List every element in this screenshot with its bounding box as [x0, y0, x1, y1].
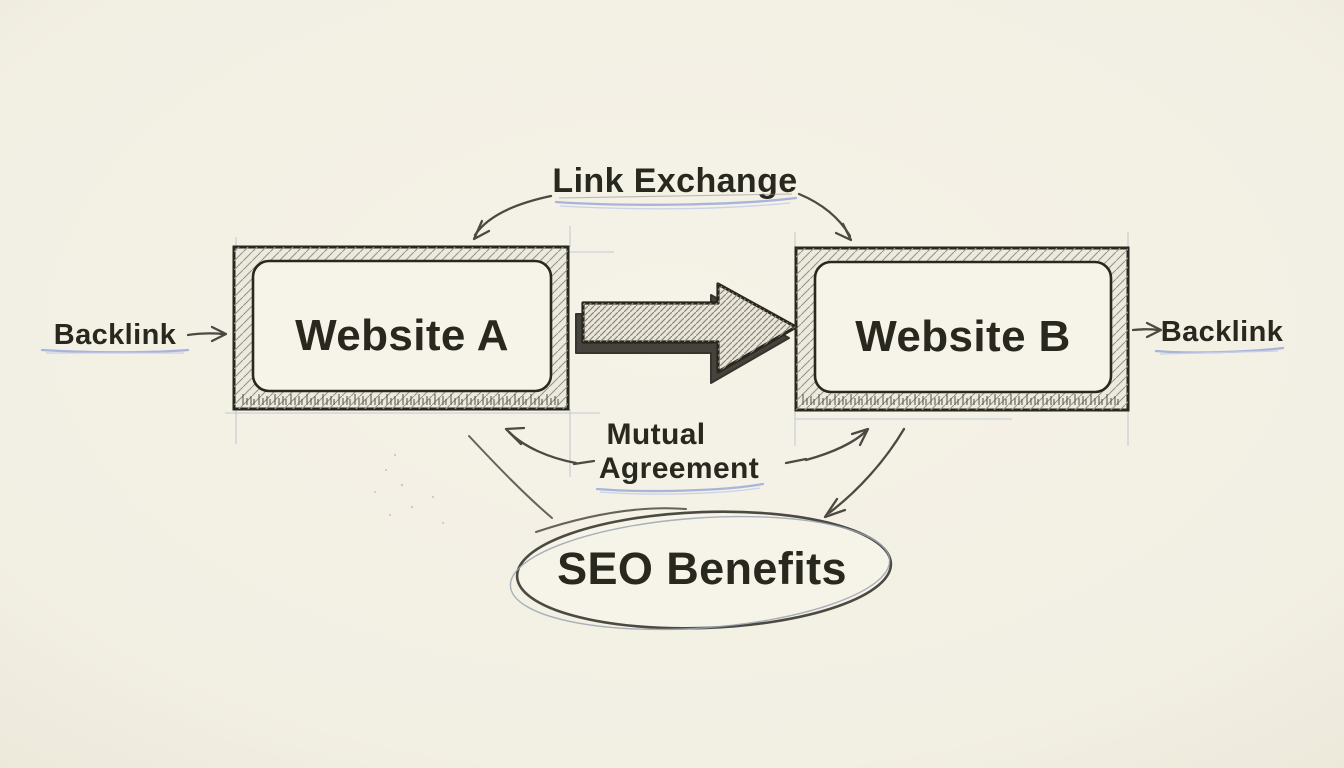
agreement-underline — [595, 482, 765, 493]
mutual-left-dash — [572, 459, 596, 466]
title-group: Link Exchange — [472, 162, 853, 242]
title-underline — [554, 196, 798, 206]
website-a-label: Website A — [295, 311, 509, 360]
seo-ellipse-overshoot — [535, 507, 687, 533]
title-link-exchange: Link Exchange — [552, 162, 797, 200]
mutual-agreement-line1: Mutual — [606, 418, 705, 451]
mutual-right-dash — [784, 457, 808, 465]
website-a-node: Website A — [232, 245, 570, 411]
construction-lines — [225, 226, 1129, 477]
pencil-speckles — [374, 453, 445, 525]
mutual-agreement-group: Mutual Agreement — [504, 418, 870, 495]
seo-ellipse-ghost — [509, 515, 891, 631]
backlink-arrow-into-a — [186, 325, 228, 343]
agreement-underline-light — [599, 487, 761, 495]
backlink-left-group: Backlink — [40, 319, 228, 354]
arrow-mutual-to-website-b — [804, 427, 870, 462]
backlink-left-label: Backlink — [54, 319, 177, 351]
arrow-title-to-website-a — [472, 194, 553, 241]
website-b-node: Website B — [794, 246, 1130, 412]
arrow-website-b-to-seo — [823, 427, 906, 519]
website-b-inner-panel — [813, 260, 1113, 394]
title-underline-sketch — [558, 193, 793, 199]
backlink-right-underline-light — [1159, 350, 1279, 355]
backlink-right-group: Backlink — [1131, 316, 1285, 355]
curve-website-a-to-seo — [468, 435, 553, 519]
arrow-title-to-website-b — [797, 192, 853, 242]
website-a-tick-band — [240, 393, 562, 407]
mutual-agreement-line2: Agreement — [599, 452, 759, 485]
backlink-arrow-out-of-b — [1131, 321, 1163, 339]
block-arrow-a-to-b — [575, 282, 798, 384]
seo-benefits-label: SEO Benefits — [557, 543, 847, 594]
title-underline-light — [559, 202, 791, 210]
block-arrow-shading — [583, 284, 796, 372]
backlink-right-label: Backlink — [1161, 316, 1284, 348]
website-a-inner-panel — [251, 259, 553, 393]
website-b-label: Website B — [855, 312, 1071, 361]
website-b-tick-band — [802, 394, 1122, 407]
seo-benefits-group: SEO Benefits — [468, 427, 906, 631]
backlink-left-underline — [40, 348, 190, 354]
arrow-mutual-to-website-a — [504, 426, 578, 465]
